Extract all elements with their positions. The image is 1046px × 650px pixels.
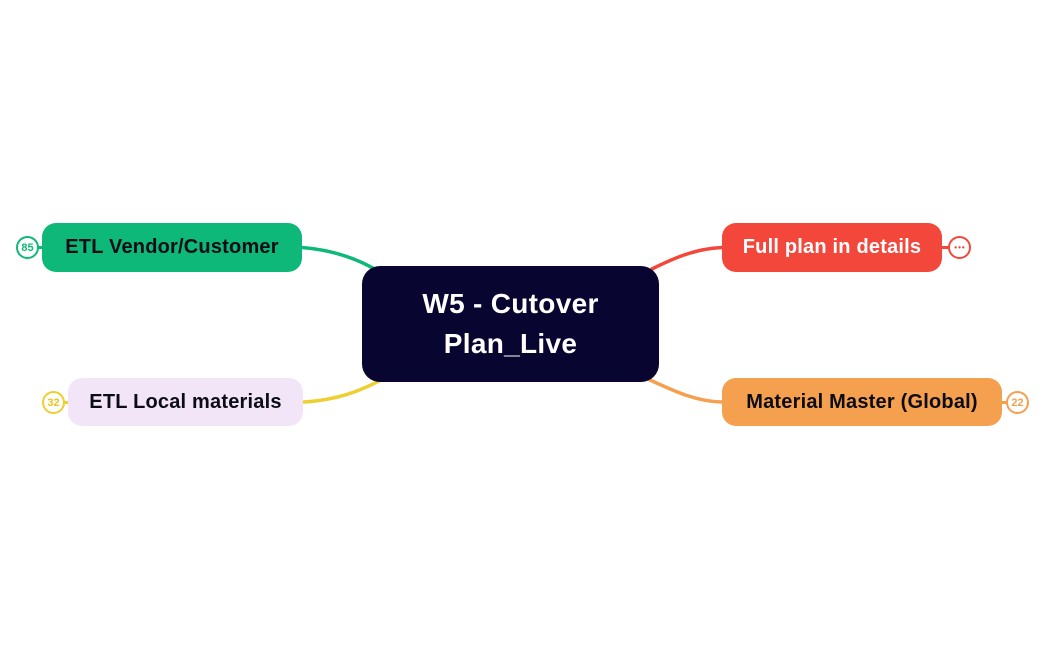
- branch-node-etl-vendor-customer[interactable]: ETL Vendor/Customer: [42, 223, 302, 272]
- ellipsis-icon: •••: [954, 243, 966, 252]
- branch-label-material-master-global: Material Master (Global): [746, 390, 978, 413]
- root-node-label: W5 - Cutover Plan_Live: [422, 284, 598, 364]
- branch-badge-etl-local-materials[interactable]: 32: [42, 391, 65, 414]
- connector-etl-local-materials: [302, 378, 382, 404]
- connector-material-master-global: [648, 378, 724, 404]
- branch-badge-full-plan-in-details[interactable]: •••: [948, 236, 971, 259]
- branch-badge-etl-vendor-customer[interactable]: 85: [16, 236, 39, 259]
- connector-full-plan-in-details: [650, 245, 724, 271]
- branch-node-material-master-global[interactable]: Material Master (Global): [722, 378, 1002, 426]
- branch-badge-material-master-global[interactable]: 22: [1006, 391, 1029, 414]
- branch-label-full-plan-in-details: Full plan in details: [742, 236, 922, 258]
- branch-node-etl-local-materials[interactable]: ETL Local materials: [68, 378, 303, 426]
- badge-count: 32: [47, 396, 60, 409]
- connector-etl-vendor-customer: [300, 245, 380, 273]
- badge-count: 22: [1011, 396, 1024, 409]
- branch-node-full-plan-in-details[interactable]: Full plan in details: [722, 223, 942, 272]
- root-node-label-line1: W5 - Cutover: [422, 288, 599, 319]
- root-node-label-line2: Plan_Live: [443, 328, 578, 359]
- badge-count: 85: [21, 241, 34, 254]
- branch-label-etl-local-materials: ETL Local materials: [89, 390, 282, 413]
- branch-label-etl-vendor-customer: ETL Vendor/Customer: [65, 236, 279, 258]
- root-node[interactable]: W5 - Cutover Plan_Live: [362, 266, 659, 382]
